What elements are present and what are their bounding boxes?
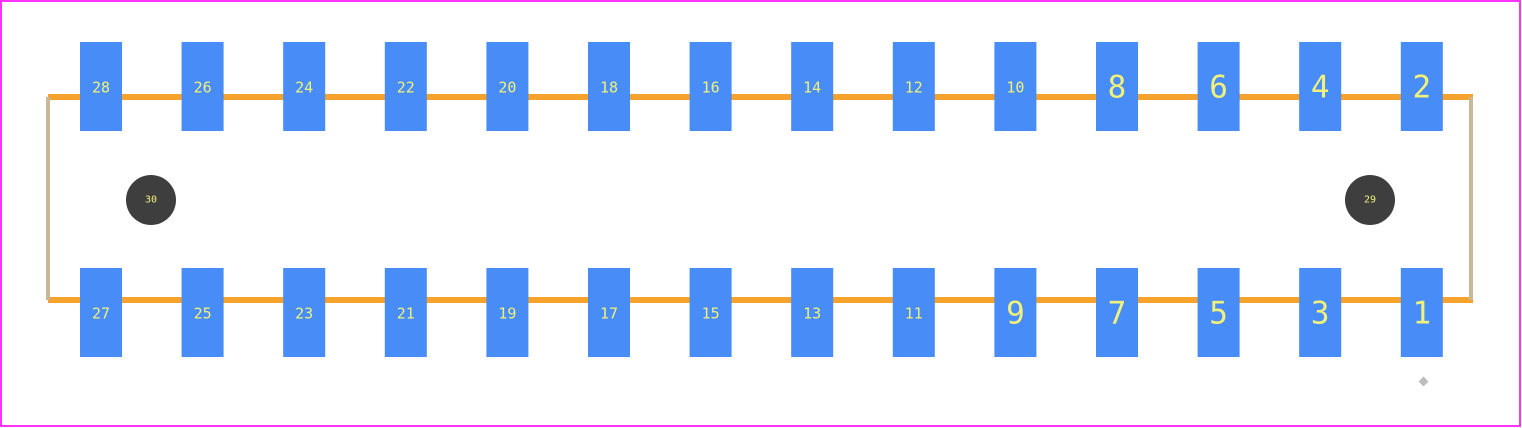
pad-12-body [892,42,935,131]
pad-2-body [1400,42,1443,131]
pad-10: 10 [994,42,1037,131]
pad-23: 23 [283,268,326,357]
pad-28-label: 28 [92,79,110,97]
pad-6: 6 [1197,42,1240,131]
pad-21-label: 21 [397,305,415,323]
pad-9-body [994,268,1037,357]
pad-18-label: 18 [600,79,618,97]
pad-11-body [892,268,935,357]
mount-hole-right-label: 29 [1364,195,1376,206]
pad-12: 12 [892,42,935,131]
pad-24-body [283,42,326,131]
pad-2: 2 [1400,42,1443,131]
pad-15-label: 15 [702,305,720,323]
mount-hole-right-circle [1345,175,1395,225]
pad-22: 22 [384,42,427,131]
pad-25: 25 [181,268,224,357]
pad-7-label: 7 [1108,296,1127,332]
pad-27: 27 [80,268,122,357]
pad-3-label: 3 [1311,296,1330,332]
mount-hole-left: 30 [126,175,176,225]
pad-3-body [1299,268,1342,357]
pad-24: 24 [283,42,326,131]
pad-17: 17 [588,268,630,357]
mount-hole-left-circle [126,175,176,225]
pad-21-body [384,268,427,357]
mount-hole-right: 29 [1345,175,1395,225]
mount-hole-left-label: 30 [145,195,157,206]
pad-5-body [1197,268,1240,357]
pad-20: 20 [486,42,529,131]
pad-8-label: 8 [1108,70,1127,106]
origin-marker-icon [1418,376,1429,387]
pad-17-label: 17 [600,305,618,323]
pad-19-body [486,268,529,357]
pad-13-label: 13 [803,305,821,323]
pad-6-body [1197,42,1240,131]
pad-7: 7 [1096,268,1138,357]
pad-25-body [181,268,224,357]
component-outline [46,94,1473,303]
pad-16: 16 [689,42,732,131]
pad-17-body [588,268,630,357]
pad-18-body [588,42,630,131]
pad-4-body [1299,42,1342,131]
pad-4-label: 4 [1311,70,1330,106]
pad-15-body [689,268,732,357]
pad-28: 28 [80,42,122,131]
pad-3: 3 [1299,268,1342,357]
pad-27-label: 27 [92,305,110,323]
pad-20-body [486,42,529,131]
pad-22-body [384,42,427,131]
pad-11-label: 11 [905,305,923,323]
pad-23-label: 23 [295,305,313,323]
pad-25-label: 25 [194,305,212,323]
pad-1-body [1400,268,1443,357]
pad-1: 1 [1400,268,1443,357]
pad-10-label: 10 [1006,79,1024,97]
pad-10-body [994,42,1037,131]
pad-5-label: 5 [1209,296,1228,332]
pad-4: 4 [1299,42,1342,131]
pad-26-label: 26 [194,79,212,97]
pad-15: 15 [689,268,732,357]
pad-11: 11 [892,268,935,357]
pad-6-label: 6 [1209,70,1228,106]
pad-13: 13 [791,268,834,357]
pad-26-body [181,42,224,131]
pad-7-body [1096,268,1138,357]
pad-9: 9 [994,268,1037,357]
pad-22-label: 22 [397,79,415,97]
pad-23-body [283,268,326,357]
pad-8-body [1096,42,1138,131]
pad-27-body [80,268,122,357]
pad-14-label: 14 [803,79,821,97]
pad-2-label: 2 [1412,70,1431,106]
pad-8: 8 [1096,42,1138,131]
pad-26: 26 [181,42,224,131]
pad-18: 18 [588,42,630,131]
pad-24-label: 24 [295,79,313,97]
pad-12-label: 12 [905,79,923,97]
pad-20-label: 20 [498,79,516,97]
pad-21: 21 [384,268,427,357]
pad-1-label: 1 [1412,296,1431,332]
top-pad-row: 28 26 24 22 20 18 16 14 12 10 8 6 4 2 [80,42,1443,131]
bottom-pad-row: 27 25 23 21 19 17 15 13 11 9 7 5 3 1 [80,268,1443,357]
pad-28-body [80,42,122,131]
pad-14-body [791,42,834,131]
pad-14: 14 [791,42,834,131]
pad-16-body [689,42,732,131]
pad-9-label: 9 [1006,296,1025,332]
pad-13-body [791,268,834,357]
pad-19-label: 19 [498,305,516,323]
pad-19: 19 [486,268,529,357]
pad-5: 5 [1197,268,1240,357]
pad-16-label: 16 [702,79,720,97]
